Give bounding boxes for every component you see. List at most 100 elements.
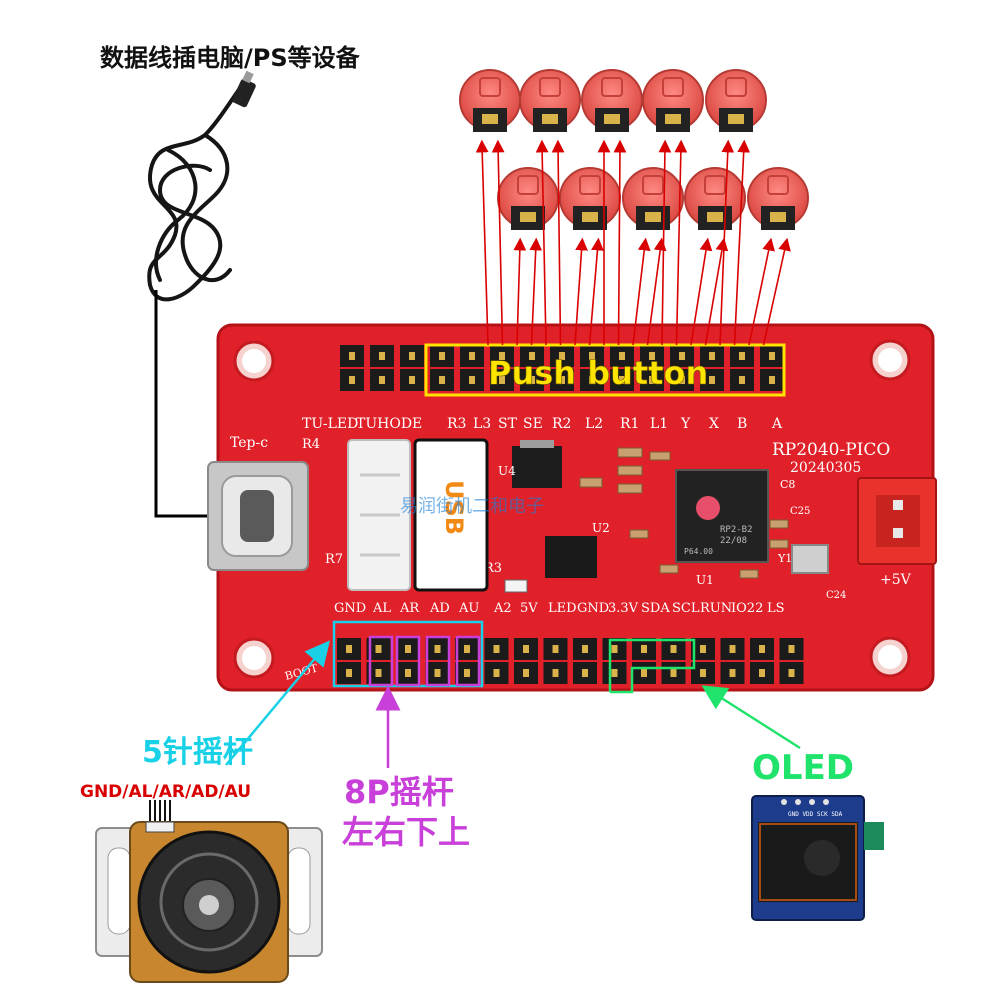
bottom-pin-label: SDA [641, 601, 670, 616]
arcade-button-terminal [770, 212, 786, 222]
top-pin-label: ST [498, 416, 518, 432]
header-pin-gold [789, 645, 795, 653]
oled-arrow [712, 692, 800, 748]
header-pin-gold [379, 352, 385, 360]
arcade-button-terminal [707, 212, 723, 222]
joystick-slot [108, 848, 130, 934]
bottom-pin-label: LED [548, 601, 577, 616]
header-pin-gold [349, 352, 355, 360]
crystal-y1 [792, 545, 828, 573]
header-pin-gold [671, 669, 677, 677]
header-pin-gold [469, 376, 475, 384]
bottom-pin-label: A2 [493, 601, 512, 616]
arcade-button [685, 168, 745, 230]
top-pin-label: SE [523, 416, 543, 432]
bottom-pin-label: GND [334, 601, 366, 616]
top-pin-label: L1 [650, 416, 668, 432]
arcade-button-terminal [482, 114, 498, 124]
type-c-connector [208, 462, 308, 570]
mount-hole-center [242, 349, 266, 373]
header-pin-gold [739, 352, 745, 360]
top-pin-label: A [771, 416, 783, 432]
header-pin-gold [523, 669, 529, 677]
header-pin-gold [612, 669, 618, 677]
header-pin-gold [769, 376, 775, 384]
top-pin-label: B [737, 416, 747, 432]
header-pin-gold [553, 669, 559, 677]
button-wire [677, 146, 682, 345]
bottom-pin-label: IO22 [731, 601, 763, 616]
joystick-slot [288, 848, 310, 934]
header-pin-gold [409, 376, 415, 384]
header-pin-gold [469, 352, 475, 360]
joystick5-label: 5针摇杆 [142, 735, 253, 770]
watermark: 易润街机二和电子 [400, 496, 544, 517]
header-pin-gold [435, 645, 441, 653]
arcade-button [643, 70, 703, 132]
header-pin-gold [582, 669, 588, 677]
ref-u1: U1 [696, 573, 714, 587]
top-pin-label: R3 [447, 416, 466, 432]
usb-cable [149, 71, 257, 300]
header-pin-gold [409, 352, 415, 360]
header-pin-gold [709, 352, 715, 360]
header-pin-gold [523, 645, 529, 653]
header-pin-gold [700, 645, 706, 653]
regulator-u4 [512, 446, 562, 488]
arcade-button [498, 168, 558, 230]
header-pin-gold [494, 669, 500, 677]
arcade-button-terminal [728, 114, 744, 124]
board-date: 20240305 [790, 460, 861, 476]
ref-c25: C25 [790, 506, 810, 517]
raspberry-logo-icon [696, 496, 720, 520]
bottom-pin-label: SCL [672, 601, 700, 616]
bottom-pin-label: LS [767, 601, 785, 616]
ref-r7: R7 [325, 552, 343, 567]
header-pin-gold [376, 669, 382, 677]
arcade-button-terminal [604, 114, 620, 124]
header-pin-gold [346, 645, 352, 653]
arcade-button [520, 70, 580, 132]
header-pin-gold [759, 645, 765, 653]
top-pin-label: R1 [620, 416, 639, 432]
bottom-pin-label: AR [399, 601, 420, 616]
arcade-button [623, 168, 683, 230]
header-pin-gold [769, 352, 775, 360]
arcade-button [582, 70, 642, 132]
bottom-pin-label: RUN [700, 601, 732, 616]
ref-y1: Y1 [777, 552, 792, 565]
header-pin-gold [612, 645, 618, 653]
arcade-button-terminal [542, 114, 558, 124]
bottom-pin-label: 5V [520, 601, 538, 616]
top-pin-label: R2 [552, 416, 571, 432]
button-wire [619, 146, 621, 345]
bottom-pin-label: GND [577, 601, 609, 616]
joystick8-label-1: 8P摇杆 [344, 773, 454, 811]
joystick8-label-2: 左右下上 [342, 813, 470, 851]
bottom-pin-label: AD [429, 601, 450, 616]
header-pin-gold [376, 645, 382, 653]
flash-chip-u2 [545, 536, 597, 578]
arcade-button [460, 70, 520, 132]
chip-text-3: P64.00 [684, 547, 713, 556]
header-pin-gold [464, 669, 470, 677]
oled-reflection [804, 840, 840, 876]
top-caption: 数据线插电脑/PS等设备 [100, 44, 361, 72]
type-c-label: Tep-c [230, 435, 268, 451]
top-pin-label: TUHODE [356, 416, 422, 432]
chip-text-2: 22/08 [720, 536, 747, 546]
header-pin-gold [700, 669, 706, 677]
arcade-button-terminal [665, 114, 681, 124]
bottom-pin-label: 3.3V [608, 601, 639, 616]
arcade-button [560, 168, 620, 230]
header-pin-gold [464, 645, 470, 653]
header-pin-gold [405, 669, 411, 677]
header-pin-gold [553, 645, 559, 653]
header-pin-gold [739, 376, 745, 384]
header-pin-gold [582, 645, 588, 653]
joystick-cap [199, 895, 219, 915]
joystick-module [96, 822, 322, 982]
